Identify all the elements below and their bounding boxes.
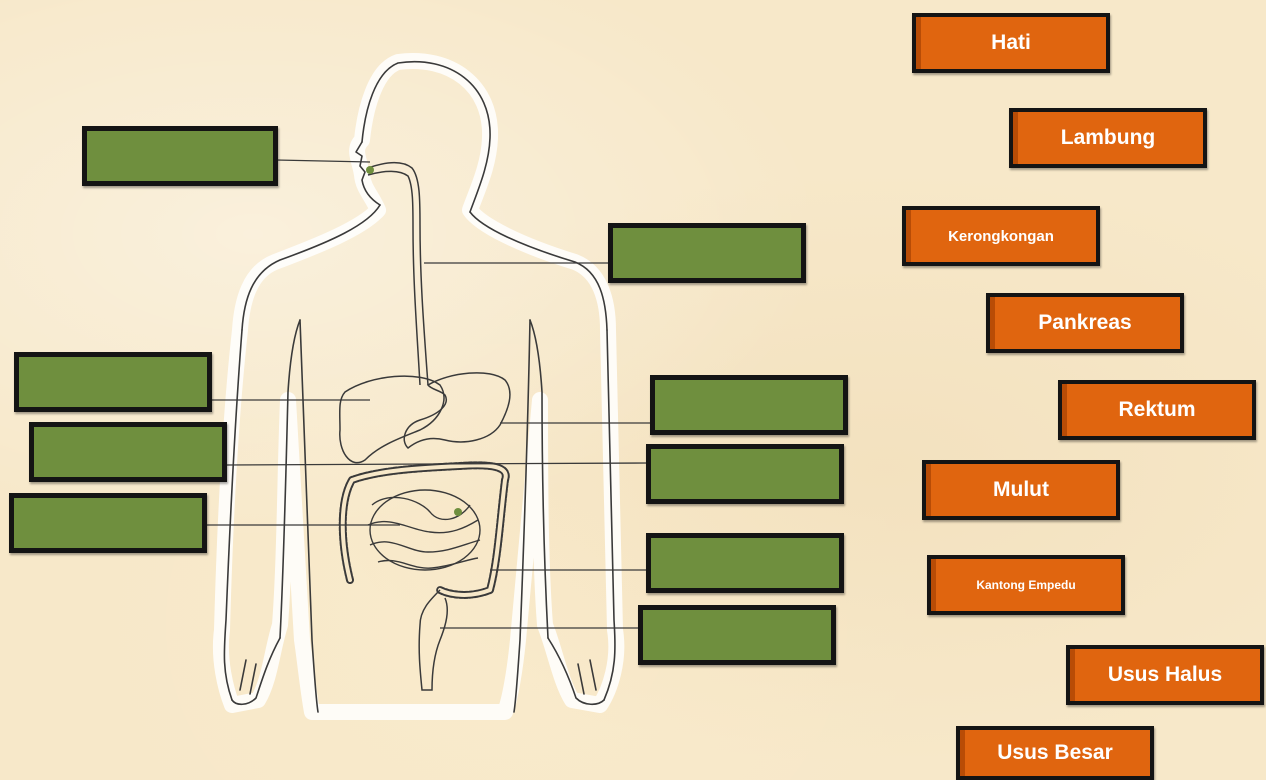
answer-box-liver[interactable] (14, 352, 212, 412)
answer-box-rectum[interactable] (638, 605, 836, 665)
answer-box-mouth[interactable] (82, 126, 278, 186)
answer-box-small-intestine[interactable] (9, 493, 207, 553)
label-chip-mulut[interactable]: Mulut (922, 460, 1120, 520)
small-intestine-marker (454, 508, 462, 516)
small-intestine-drawing (368, 490, 480, 570)
rectum-drawing (419, 590, 447, 690)
label-chip-hati[interactable]: Hati (912, 13, 1110, 73)
label-chip-kantong-empedu[interactable]: Kantong Empedu (927, 555, 1125, 615)
large-intestine-drawing (343, 465, 506, 595)
answer-box-esophagus[interactable] (608, 223, 806, 283)
answer-box-large-intestine[interactable] (646, 533, 844, 593)
body-halo (221, 61, 616, 712)
label-chip-kerongkongan[interactable]: Kerongkongan (902, 206, 1100, 266)
label-chip-rektum[interactable]: Rektum (1058, 380, 1256, 440)
label-chip-lambung[interactable]: Lambung (1009, 108, 1207, 168)
answer-box-stomach[interactable] (650, 375, 848, 435)
liver-drawing (340, 376, 444, 463)
leader-lines (205, 160, 652, 628)
answer-box-pancreas[interactable] (646, 444, 844, 504)
answer-box-gallbladder[interactable] (29, 422, 227, 482)
label-chip-usus-halus[interactable]: Usus Halus (1066, 645, 1264, 705)
mouth-marker (366, 166, 374, 174)
label-chip-pankreas[interactable]: Pankreas (986, 293, 1184, 353)
label-chip-usus-besar[interactable]: Usus Besar (956, 726, 1154, 780)
